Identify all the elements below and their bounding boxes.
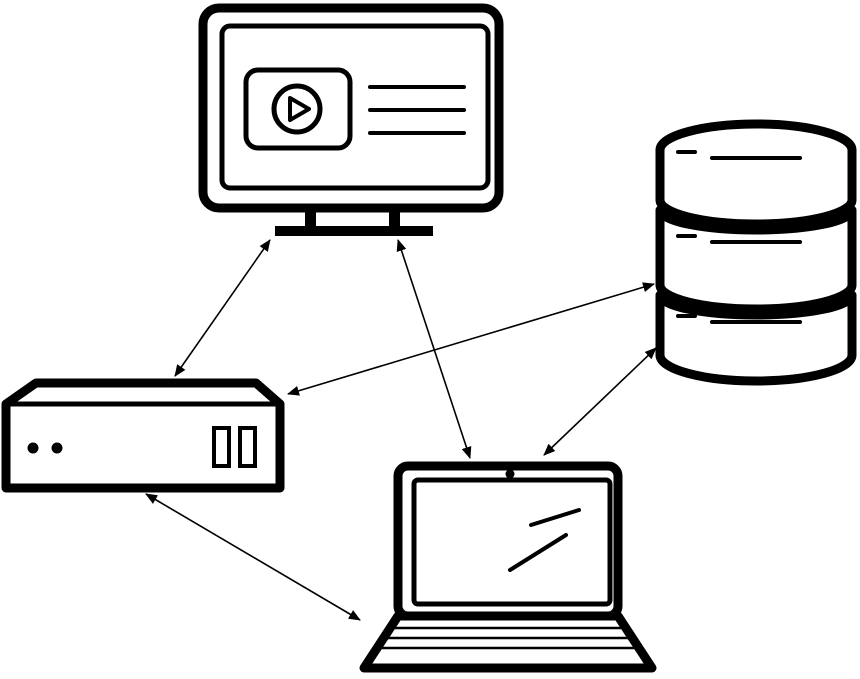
server-box-icon	[1, 378, 285, 493]
connection-server-laptop	[145, 493, 361, 621]
connection-monitor-laptop	[396, 239, 472, 459]
video-monitor-icon	[198, 3, 504, 236]
connection-server-database	[287, 282, 655, 396]
laptop-icon	[359, 461, 657, 673]
database-icon	[655, 119, 857, 386]
connection-database-laptop	[543, 347, 657, 456]
connection-monitor-server	[174, 239, 271, 377]
